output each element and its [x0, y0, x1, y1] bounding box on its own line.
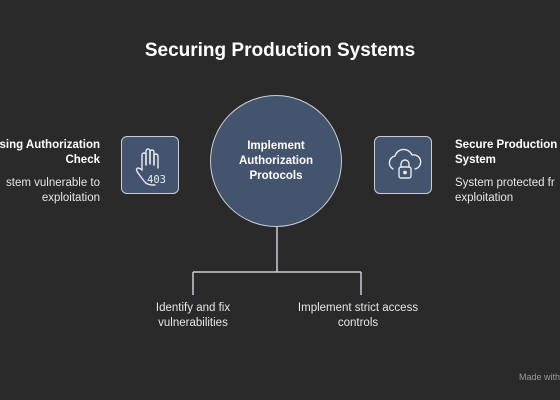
right-icon-box [374, 136, 432, 194]
left-title-line: ssing Authorization [0, 139, 100, 151]
branch-line: Identify and fix [155, 302, 231, 314]
watermark: Made with [519, 372, 560, 382]
branch-line: controls [337, 317, 379, 329]
diagram-title: Securing Production Systems [144, 40, 416, 61]
left-node-title: ssing Authorization Check [0, 138, 100, 168]
svg-text:403: 403 [147, 174, 166, 186]
branch-line: Implement strict access [297, 302, 419, 314]
right-title-line: System [455, 154, 496, 166]
cloud-lock-icon [388, 148, 422, 179]
right-node-title: Secure Production System [455, 138, 557, 168]
right-desc-line: System protected fr [455, 177, 555, 189]
center-node: Implement Authorization Protocols [210, 95, 342, 227]
right-node-description: System protected fr exploitation [455, 176, 555, 206]
raised-hand-403-icon: 403 [135, 148, 166, 186]
right-desc-line: exploitation [455, 192, 514, 204]
branch-label-access-controls: Implement strict access controls [290, 301, 426, 331]
right-title-line: Secure Production [455, 139, 558, 151]
left-desc-line: stem vulnerable to [6, 177, 100, 189]
branch-line: vulnerabilities [158, 317, 228, 329]
left-icon-box: 403 [121, 136, 179, 194]
left-title-line: Check [65, 154, 100, 166]
branch-label-identify: Identify and fix vulnerabilities [130, 301, 256, 331]
left-desc-line: exploitation [41, 192, 100, 204]
center-node-label: Implement Authorization Protocols [238, 139, 314, 182]
left-node-description: stem vulnerable to exploitation [6, 176, 100, 206]
